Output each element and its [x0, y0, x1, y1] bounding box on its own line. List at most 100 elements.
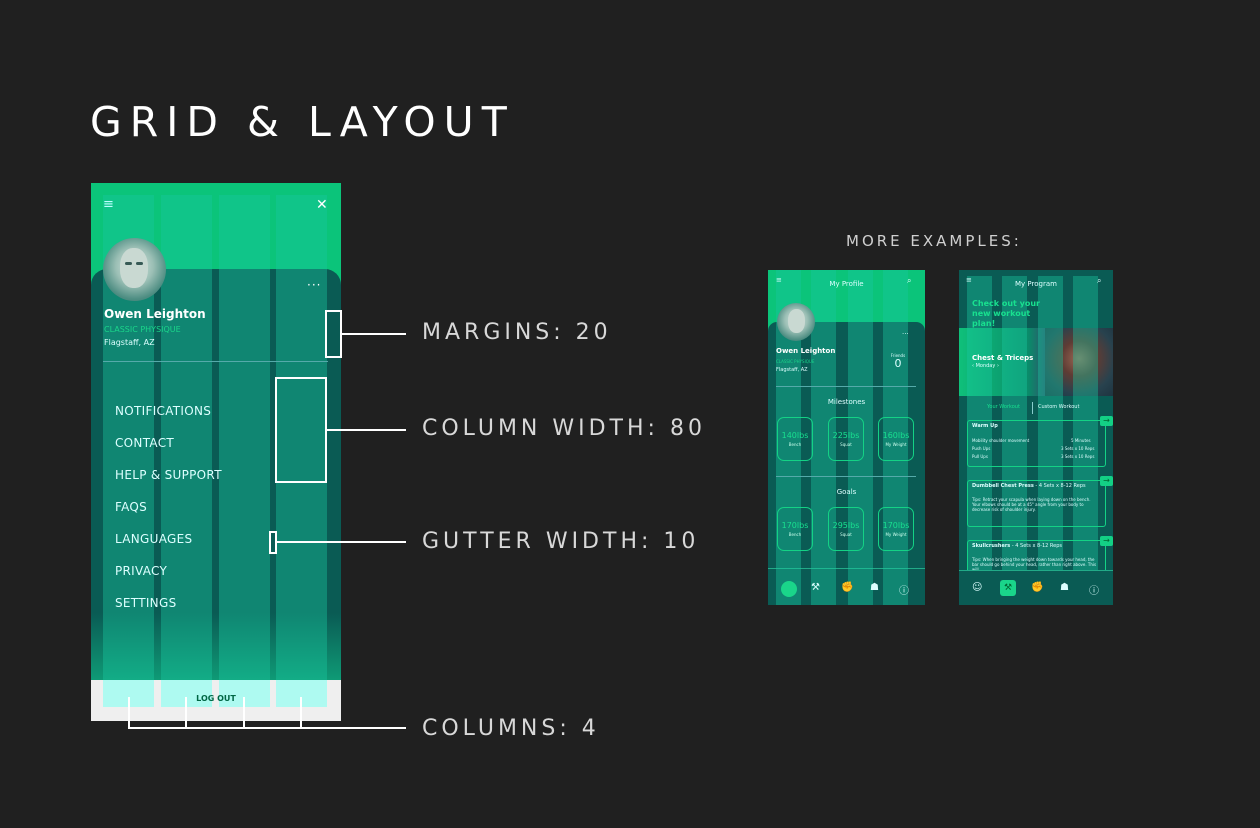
program-header-band — [959, 270, 1113, 330]
milestone-bench[interactable]: 140lbs Bench — [777, 417, 813, 461]
warmup-row-1-name: Mobility shoulder movement — [972, 438, 1030, 443]
warmup-row-2-name: Push Ups — [972, 446, 991, 451]
menu-item-privacy[interactable]: PRIVACY — [115, 564, 168, 578]
profile-grid-col-4 — [883, 270, 908, 605]
logout-button[interactable]: LOG OUT — [196, 694, 236, 703]
profile-panel — [768, 322, 925, 572]
workout-hero-image — [1045, 328, 1113, 396]
promo-text: Check out your new workout plan! — [972, 299, 1040, 328]
exercise-2-title: Skullcrushers — [972, 543, 1011, 549]
nav-community-icon[interactable]: ☗ — [870, 582, 879, 593]
prog-nav-community-icon[interactable]: ☗ — [1060, 582, 1069, 593]
close-icon[interactable]: ✕ — [316, 197, 328, 213]
exercise-card-1[interactable] — [967, 480, 1106, 527]
warmup-row-2-value: 3 Sets x 10 Reps — [1061, 446, 1095, 451]
goal-squat[interactable]: 295lbs Squat — [828, 507, 864, 551]
profile-bottom-nav — [768, 568, 925, 605]
goal-bench[interactable]: 170lbs Bench — [777, 507, 813, 551]
warmup-row-1-value: 5 Minutes — [1071, 438, 1091, 443]
nav-info-icon[interactable]: ⓘ — [899, 586, 909, 597]
tab-divider — [1032, 402, 1033, 414]
program-header-title: My Program — [1015, 280, 1057, 288]
goal-squat-value: 295lbs — [832, 521, 860, 530]
friends-count: 0 — [894, 357, 902, 370]
columns-leader-line — [128, 727, 406, 729]
gutter-width-label: GUTTER WIDTH: 10 — [422, 529, 700, 554]
menu-item-contact[interactable]: CONTACT — [115, 436, 175, 450]
prog-nav-profile-icon[interactable]: ☺ — [972, 582, 983, 593]
milestone-weight-label: My Weight — [885, 442, 907, 447]
profile-avatar — [777, 303, 815, 341]
warmup-row-3-name: Pull Ups — [972, 454, 988, 459]
exercise-2-arrow-icon[interactable]: → — [1100, 536, 1113, 546]
prog-nav-strength-icon[interactable]: ✊ — [1031, 582, 1044, 593]
warmup-arrow-icon[interactable]: → — [1100, 416, 1113, 426]
milestones-title: Milestones — [827, 398, 866, 406]
tab-your-workout[interactable]: Your Workout — [987, 404, 1020, 410]
prev-day-icon[interactable]: ‹ — [972, 363, 974, 369]
tab-custom-workout[interactable]: Custom Workout — [1038, 404, 1080, 410]
user-tag: CLASSIC PHYSIQUE — [104, 325, 181, 334]
grid-column-4 — [276, 195, 327, 680]
menu-item-notifications[interactable]: NOTIFICATIONS — [115, 404, 212, 418]
goal-bench-value: 170lbs — [781, 521, 809, 530]
profile-user-tag: CLASSIC PHYSIQUE — [776, 359, 815, 364]
column-width-marker — [275, 377, 327, 483]
nav-strength-icon[interactable]: ✊ — [841, 582, 854, 593]
program-search-icon[interactable]: ⌕ — [1097, 276, 1102, 285]
goals-title: Goals — [836, 488, 857, 496]
exercise-1-sets: - 4 Sets x 8-12 Reps — [1033, 483, 1086, 489]
prog-nav-workout-icon[interactable]: ⚒ — [1000, 580, 1016, 596]
profile-menu-icon[interactable]: ≡ — [776, 276, 782, 284]
columns-label: COLUMNS: 4 — [422, 716, 600, 741]
menu-item-faqs[interactable]: FAQS — [115, 500, 148, 514]
exercise-2-tips: Tips: When bringing the weight down towa… — [972, 557, 1097, 572]
profile-location: Flagstaff, AZ — [776, 367, 808, 373]
more-options-icon[interactable]: ··· — [307, 278, 322, 292]
workout-title: Chest & Triceps — [972, 354, 1034, 362]
nav-profile-icon[interactable] — [781, 581, 797, 597]
profile-user-name: Owen Leighton — [776, 347, 836, 355]
milestone-bench-value: 140lbs — [781, 431, 809, 440]
profile-more-icon[interactable]: ··· — [902, 330, 909, 338]
menu-item-help-support[interactable]: HELP & SUPPORT — [115, 468, 222, 482]
milestone-weight-value: 160lbs — [882, 431, 910, 440]
exercise-1-arrow-icon[interactable]: → — [1100, 476, 1113, 486]
grid-column-3 — [219, 195, 270, 680]
nav-workout-icon[interactable]: ⚒ — [811, 582, 820, 593]
workout-day-selector[interactable]: ‹ Monday › — [972, 363, 999, 369]
warmup-card[interactable] — [967, 420, 1106, 467]
user-location: Flagstaff, AZ — [104, 338, 155, 347]
margins-label: MARGINS: 20 — [422, 320, 612, 345]
next-day-icon[interactable]: › — [996, 363, 999, 369]
goal-squat-label: Squat — [840, 532, 852, 537]
milestone-squat[interactable]: 225lbs Squat — [828, 417, 864, 461]
profile-divider-1 — [776, 386, 916, 387]
grid-column-2 — [161, 195, 212, 680]
milestone-squat-label: Squat — [840, 442, 852, 447]
menu-icon[interactable]: ≡ — [103, 197, 114, 212]
column-width-leader-line — [326, 429, 406, 431]
goal-weight-label: My Weight — [885, 532, 907, 537]
program-grid-col-4 — [1073, 276, 1098, 605]
program-phone-mockup: ≡ My Program ⌕ Check out your new workou… — [959, 270, 1113, 605]
milestone-squat-value: 225lbs — [832, 431, 860, 440]
columns-tick-3 — [243, 697, 245, 729]
menu-item-languages[interactable]: LANGUAGES — [115, 532, 193, 546]
goal-bench-label: Bench — [788, 532, 802, 537]
drawer-fade — [91, 613, 341, 683]
margin-leader-line — [341, 333, 406, 335]
profile-search-icon[interactable]: ⌕ — [907, 276, 912, 285]
gutter-width-leader-line — [276, 541, 406, 543]
milestone-weight[interactable]: 160lbs My Weight — [878, 417, 914, 461]
program-grid-col-1 — [967, 276, 992, 605]
avatar — [103, 238, 166, 301]
prog-nav-info-icon[interactable]: ⓘ — [1089, 586, 1099, 597]
margin-marker — [325, 310, 342, 358]
program-menu-icon[interactable]: ≡ — [966, 276, 972, 284]
profile-phone-mockup: ≡ My Profile ⌕ ··· Owen Leighton CLASSIC… — [768, 270, 925, 605]
menu-item-settings[interactable]: SETTINGS — [115, 596, 177, 610]
milestone-bench-label: Bench — [788, 442, 802, 447]
main-phone-mockup: ≡ ✕ ··· Owen Leighton CLASSIC PHYSIQUE F… — [91, 183, 341, 721]
goal-weight[interactable]: 170lbs My Weight — [878, 507, 914, 551]
